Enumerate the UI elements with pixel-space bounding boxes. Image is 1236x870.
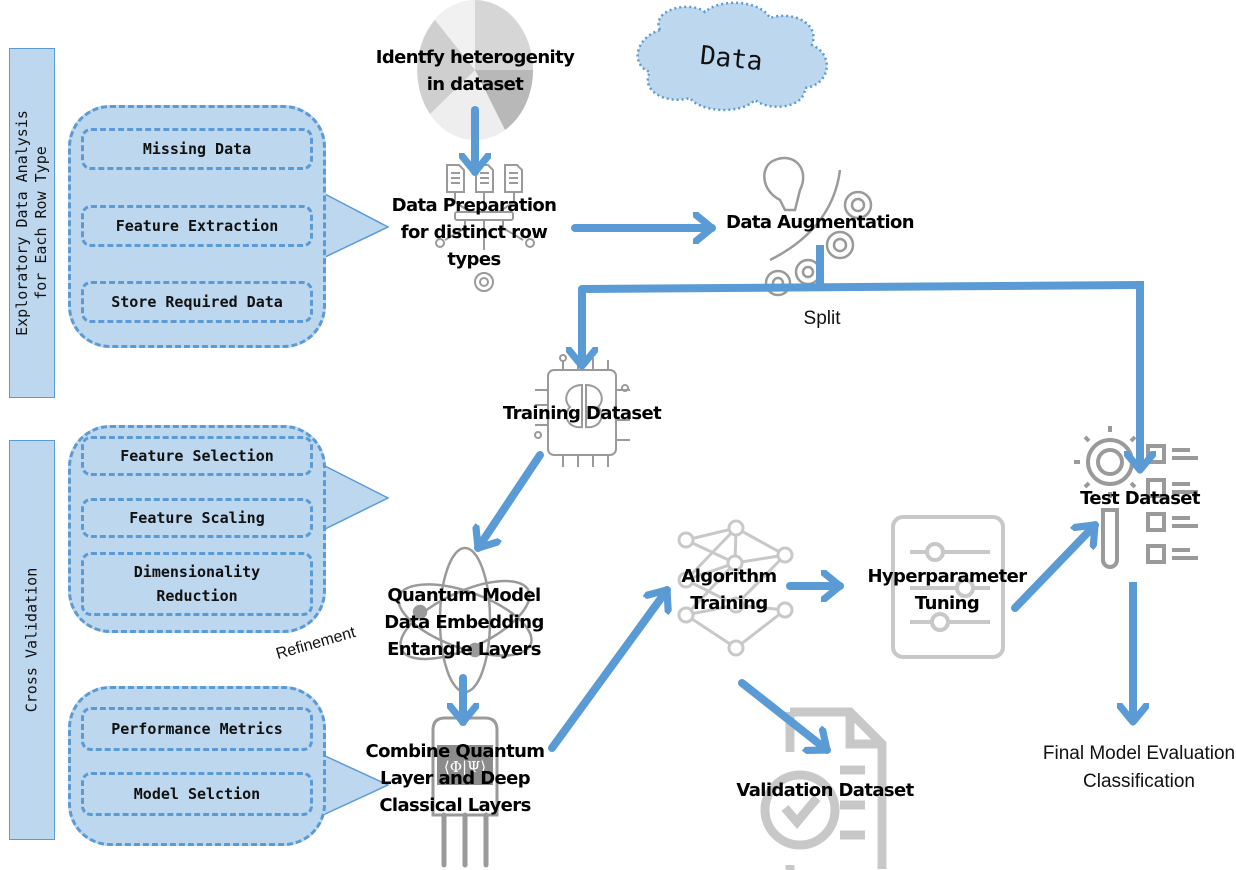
test-dataset-label: Test Dataset [1080, 488, 1200, 509]
data-augmentation-label: Data Augmentation [725, 212, 915, 233]
quantum-chip-symbol: ⟨Φ|Ψ⟩ [444, 758, 486, 776]
heterogeneity-label: Identfy heterogenity in dataset [375, 47, 575, 95]
eda-side-label-text: Exploratory Data Analysis for Each Row T… [13, 110, 50, 336]
panel-pointers [322, 191, 390, 817]
arrow-algorithm-to-validation [738, 679, 831, 750]
quantum-chip-icon: ⟨Φ|Ψ⟩ [431, 716, 499, 868]
hyperparameter-tuning-label: Hyperparameter Tuning [867, 566, 1027, 614]
arrow-training-to-quantum [478, 451, 544, 552]
combine-layers-label: Combine Quantum Layer and Deep Classical… [365, 741, 546, 816]
preprocessing-panel: Feature Selection Feature Scaling Dimens… [68, 425, 326, 633]
evaluation-item-model-selection: Model Selction [81, 772, 313, 816]
algorithm-training-label: Algorithm Training [681, 566, 777, 614]
eda-side-label: Exploratory Data Analysis for Each Row T… [9, 48, 55, 398]
lightbulb-gears-icon [763, 157, 873, 297]
flow-arrows [463, 106, 1141, 752]
eda-item-feature-extraction: Feature Extraction [81, 205, 313, 247]
document-check-icon [760, 707, 887, 870]
neural-network-icon [677, 519, 794, 657]
quantum-model-label: Quantum Model Data Embedding Entangle La… [384, 585, 544, 660]
sliders-icon [891, 515, 1005, 659]
cross-validation-side-label-text: Cross Validation [22, 567, 41, 713]
data-cloud-icon [636, 1, 829, 112]
evaluation-panel: Performance Metrics Model Selction [68, 686, 326, 846]
preprocessing-item-feature-scaling: Feature Scaling [81, 498, 313, 538]
cross-validation-side-label: Cross Validation [9, 440, 55, 840]
pie-chart-icon [417, 0, 534, 141]
preprocessing-item-dimensionality-reduction: Dimensionality Reduction [81, 552, 313, 616]
brain-chip-icon [534, 354, 630, 467]
arrow-hyperparameter-to-test [1011, 521, 1099, 612]
arrow-combine-to-algorithm [548, 586, 667, 752]
training-dataset-label: Training Dataset [502, 403, 662, 424]
preprocessing-item-feature-selection: Feature Selection [81, 436, 313, 476]
pointer-preprocessing [322, 463, 390, 532]
pointer-eda [322, 191, 390, 260]
validation-dataset-label: Validation Dataset [736, 780, 914, 801]
final-evaluation-label: Final Model Evaluation Classification [1042, 743, 1236, 792]
data-preparation-label: Data Preparation for distinct row types [391, 195, 557, 270]
evaluation-item-performance-metrics: Performance Metrics [81, 707, 313, 751]
eda-item-missing-data: Missing Data [81, 128, 313, 170]
eda-panel: Missing Data Feature Extraction Store Re… [68, 105, 326, 348]
split-label: Split [803, 308, 841, 329]
data-cloud-label: Data [698, 40, 765, 78]
eda-item-store-required-data: Store Required Data [81, 281, 313, 323]
arrow-split-to-training [582, 281, 1141, 366]
